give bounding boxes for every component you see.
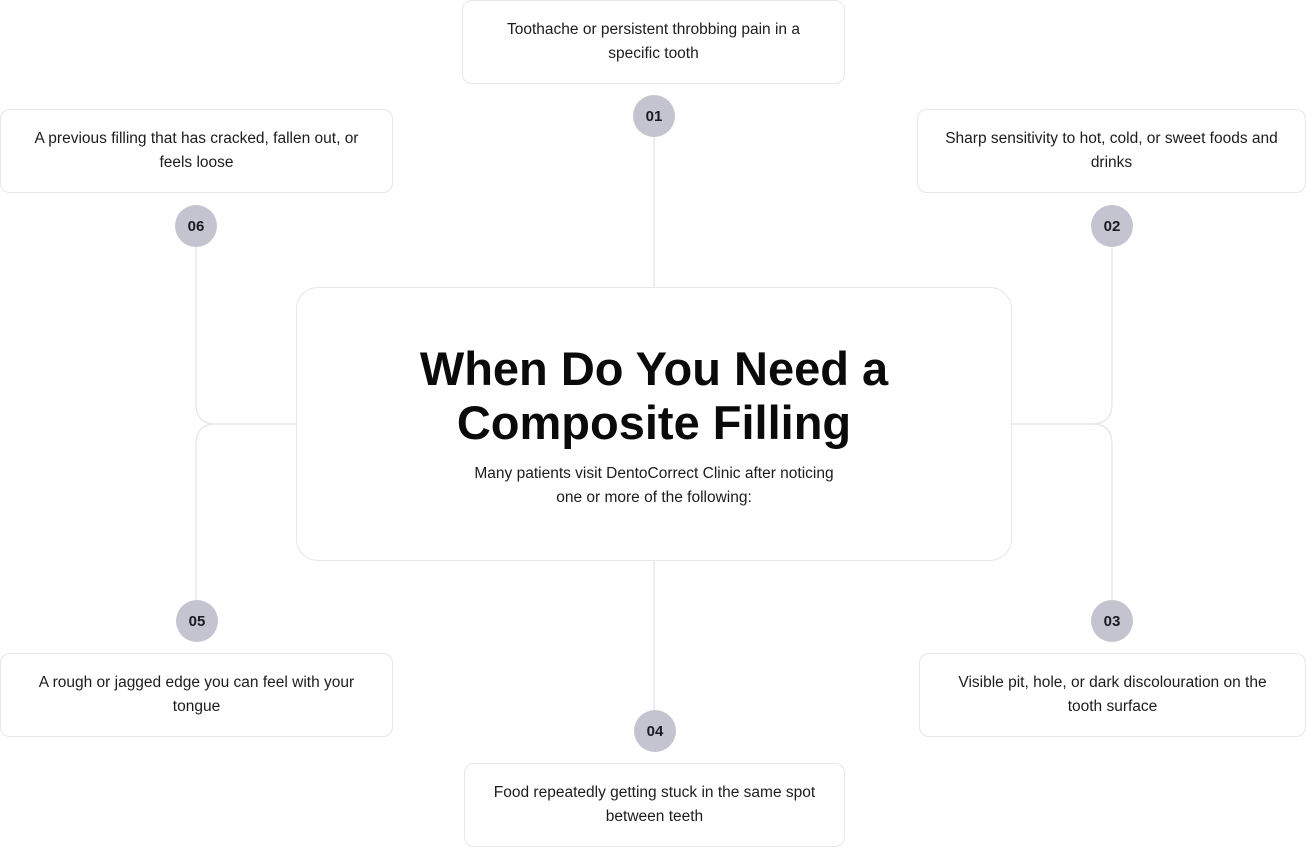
item-number-01: 01 [645, 107, 663, 125]
item-number-badge-04: 04 [634, 710, 676, 752]
item-card-04: Food repeatedly getting stuck in the sam… [464, 763, 845, 847]
item-number-05: 05 [188, 612, 206, 630]
item-number-badge-03: 03 [1091, 600, 1133, 642]
connector-03 [1012, 423, 1113, 600]
item-number-badge-06: 06 [175, 205, 217, 247]
connector-05 [195, 423, 296, 600]
item-number-02: 02 [1103, 217, 1121, 235]
item-card-02: Sharp sensitivity to hot, cold, or sweet… [917, 109, 1306, 193]
item-card-01: Toothache or persistent throbbing pain i… [462, 0, 845, 84]
item-number-badge-01: 01 [633, 95, 675, 137]
item-number-badge-02: 02 [1091, 205, 1133, 247]
item-number-04: 04 [646, 722, 664, 740]
item-number-06: 06 [187, 217, 205, 235]
item-text-06: A previous filling that has cracked, fal… [34, 130, 359, 171]
item-card-05: A rough or jagged edge you can feel with… [0, 653, 393, 737]
item-number-03: 03 [1103, 612, 1121, 630]
item-text-01: Toothache or persistent throbbing pain i… [507, 21, 800, 62]
connector-02 [1012, 247, 1113, 425]
connector-06 [195, 247, 296, 425]
item-text-03: Visible pit, hole, or dark discolouratio… [958, 674, 1267, 715]
item-text-05: A rough or jagged edge you can feel with… [38, 674, 355, 715]
item-text-02: Sharp sensitivity to hot, cold, or sweet… [945, 130, 1278, 171]
item-card-03: Visible pit, hole, or dark discolouratio… [919, 653, 1306, 737]
item-text-04: Food repeatedly getting stuck in the sam… [493, 784, 816, 825]
page-title: When Do You Need a Composite Filling [419, 342, 889, 449]
center-card: When Do You Need a Composite Filling Man… [296, 287, 1012, 561]
item-card-06: A previous filling that has cracked, fal… [0, 109, 393, 193]
page-subtitle: Many patients visit DentoCorrect Clinic … [474, 465, 834, 506]
item-number-badge-05: 05 [176, 600, 218, 642]
